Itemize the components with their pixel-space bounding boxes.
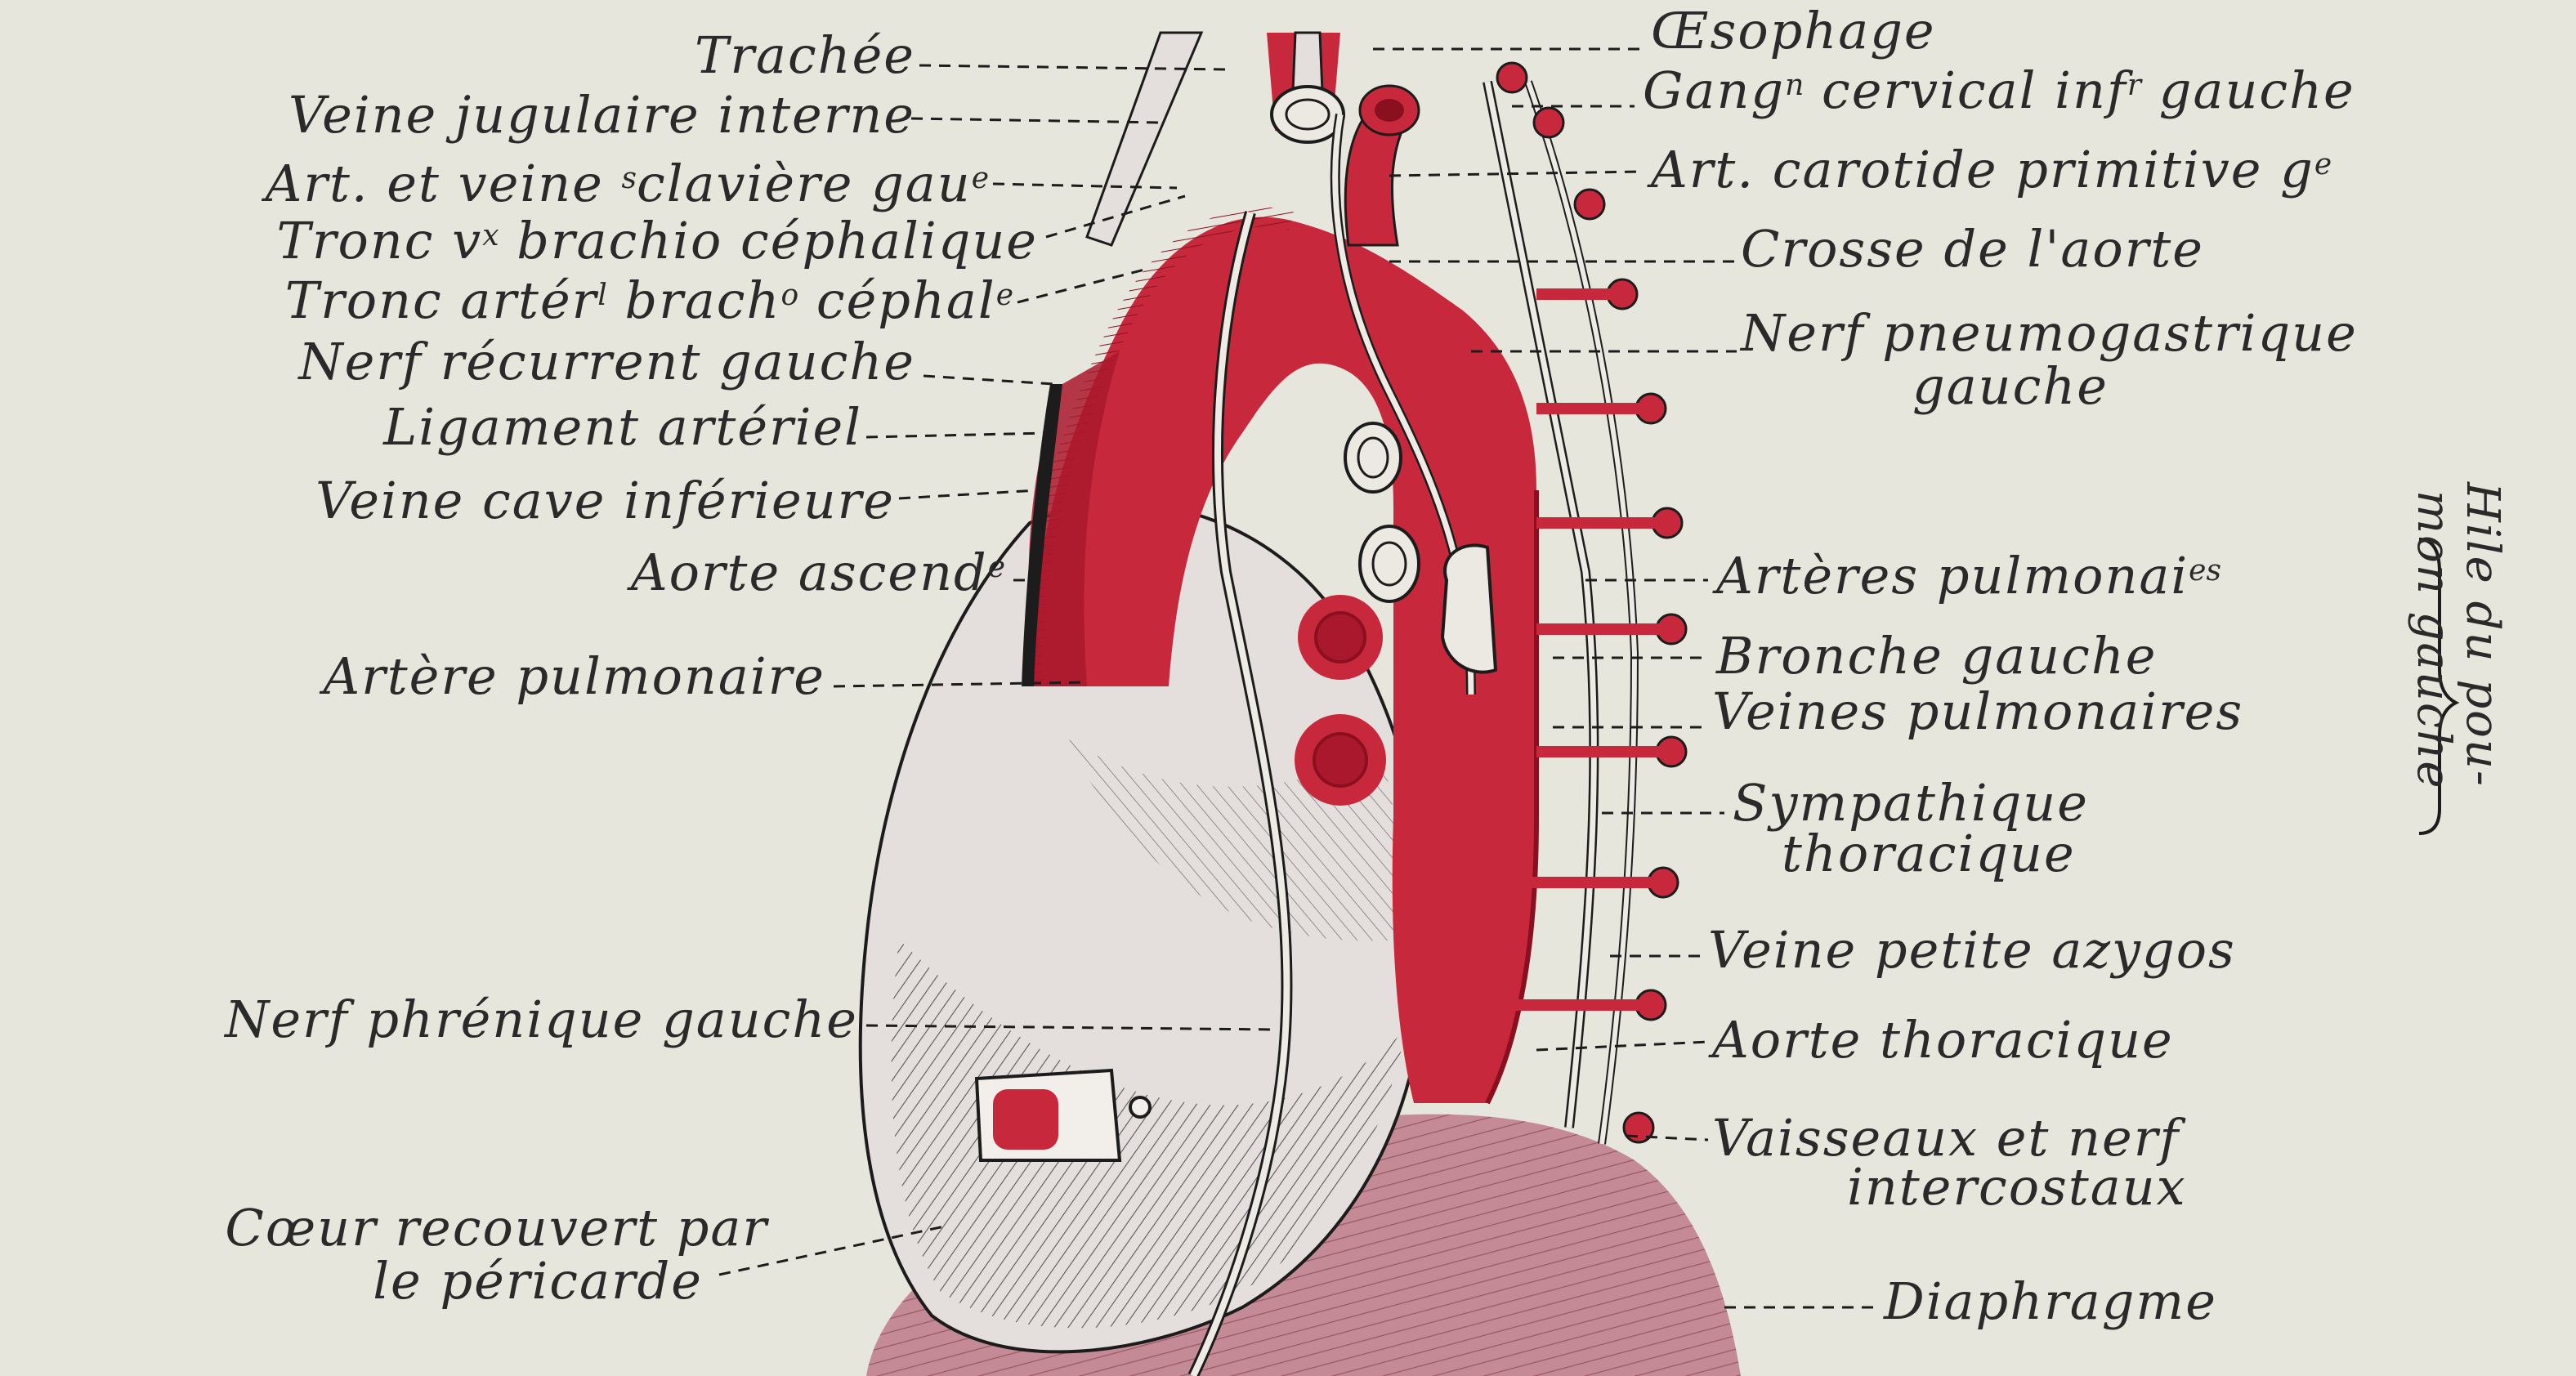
label-aorte-thoracique: Aorte thoracique xyxy=(1712,1013,2174,1067)
label-coeur-line1: Cœur recouvert par xyxy=(49,1201,768,1255)
carotid-artery xyxy=(1345,86,1419,245)
trachea xyxy=(1267,33,1344,142)
label-nerf-pneumogastrique-2: gauche xyxy=(1912,360,2109,413)
label-art-veine-sclaviere: Art. et veine sclavière gaue xyxy=(8,157,989,211)
label-trachee: Trachée xyxy=(523,29,915,83)
label-diaphragme: Diaphragme xyxy=(1884,1275,2217,1329)
hile-line1: Hile du pou- xyxy=(2456,482,2509,788)
left-bronchus xyxy=(1442,545,1496,672)
label-veine-petite-azygos: Veine petite azygos xyxy=(1708,923,2236,977)
label-veine-jugulaire: Veine jugulaire interne xyxy=(33,88,915,142)
label-tronc-vx: Tronc vx brachio céphalique xyxy=(49,214,1038,268)
label-nerf-recurrent: Nerf récurrent gauche xyxy=(98,335,915,389)
label-carotide: Art. carotide primitive ge xyxy=(1651,143,2332,197)
label-bronche-gauche: Bronche gauche xyxy=(1716,629,2157,683)
label-veines-pulmonaires: Veines pulmonaires xyxy=(1712,685,2243,739)
label-hile-du-poumon: Hile du pou- mon gauche xyxy=(2419,482,2534,866)
label-ligament-arteriel: Ligament artériel xyxy=(180,400,862,454)
label-arteres-pulmonaires: Artères pulmonaies xyxy=(1716,549,2221,603)
label-sympathique-1: Sympathique xyxy=(1733,776,2089,830)
hile-line2: mon gauche xyxy=(2407,490,2460,790)
label-coeur-line2: le péricarde xyxy=(49,1254,703,1308)
jugular-vein xyxy=(1087,33,1201,245)
label-vaisseaux-2: intercostaux xyxy=(1847,1160,2187,1214)
label-artere-pulmonaire: Artère pulmonaire xyxy=(98,650,825,704)
label-tronc-arter: Tronc artérl bracho céphale xyxy=(82,274,1013,328)
label-nerf-phrenique: Nerf phrénique gauche xyxy=(25,993,858,1047)
label-nerf-pneumogastrique-1: Nerf pneumogastrique xyxy=(1741,306,2358,360)
label-aorte-ascend: Aorte ascende xyxy=(490,546,1005,600)
label-sympathique-2: thoracique xyxy=(1782,827,2076,881)
label-crosse-aorte: Crosse de l'aorte xyxy=(1741,222,2204,276)
label-veine-cave: Veine cave inférieure xyxy=(114,474,895,528)
label-ganglion-cervical: Gangn cervical infr gauche xyxy=(1643,64,2355,118)
label-oesophage: Œsophage xyxy=(1651,4,1936,58)
